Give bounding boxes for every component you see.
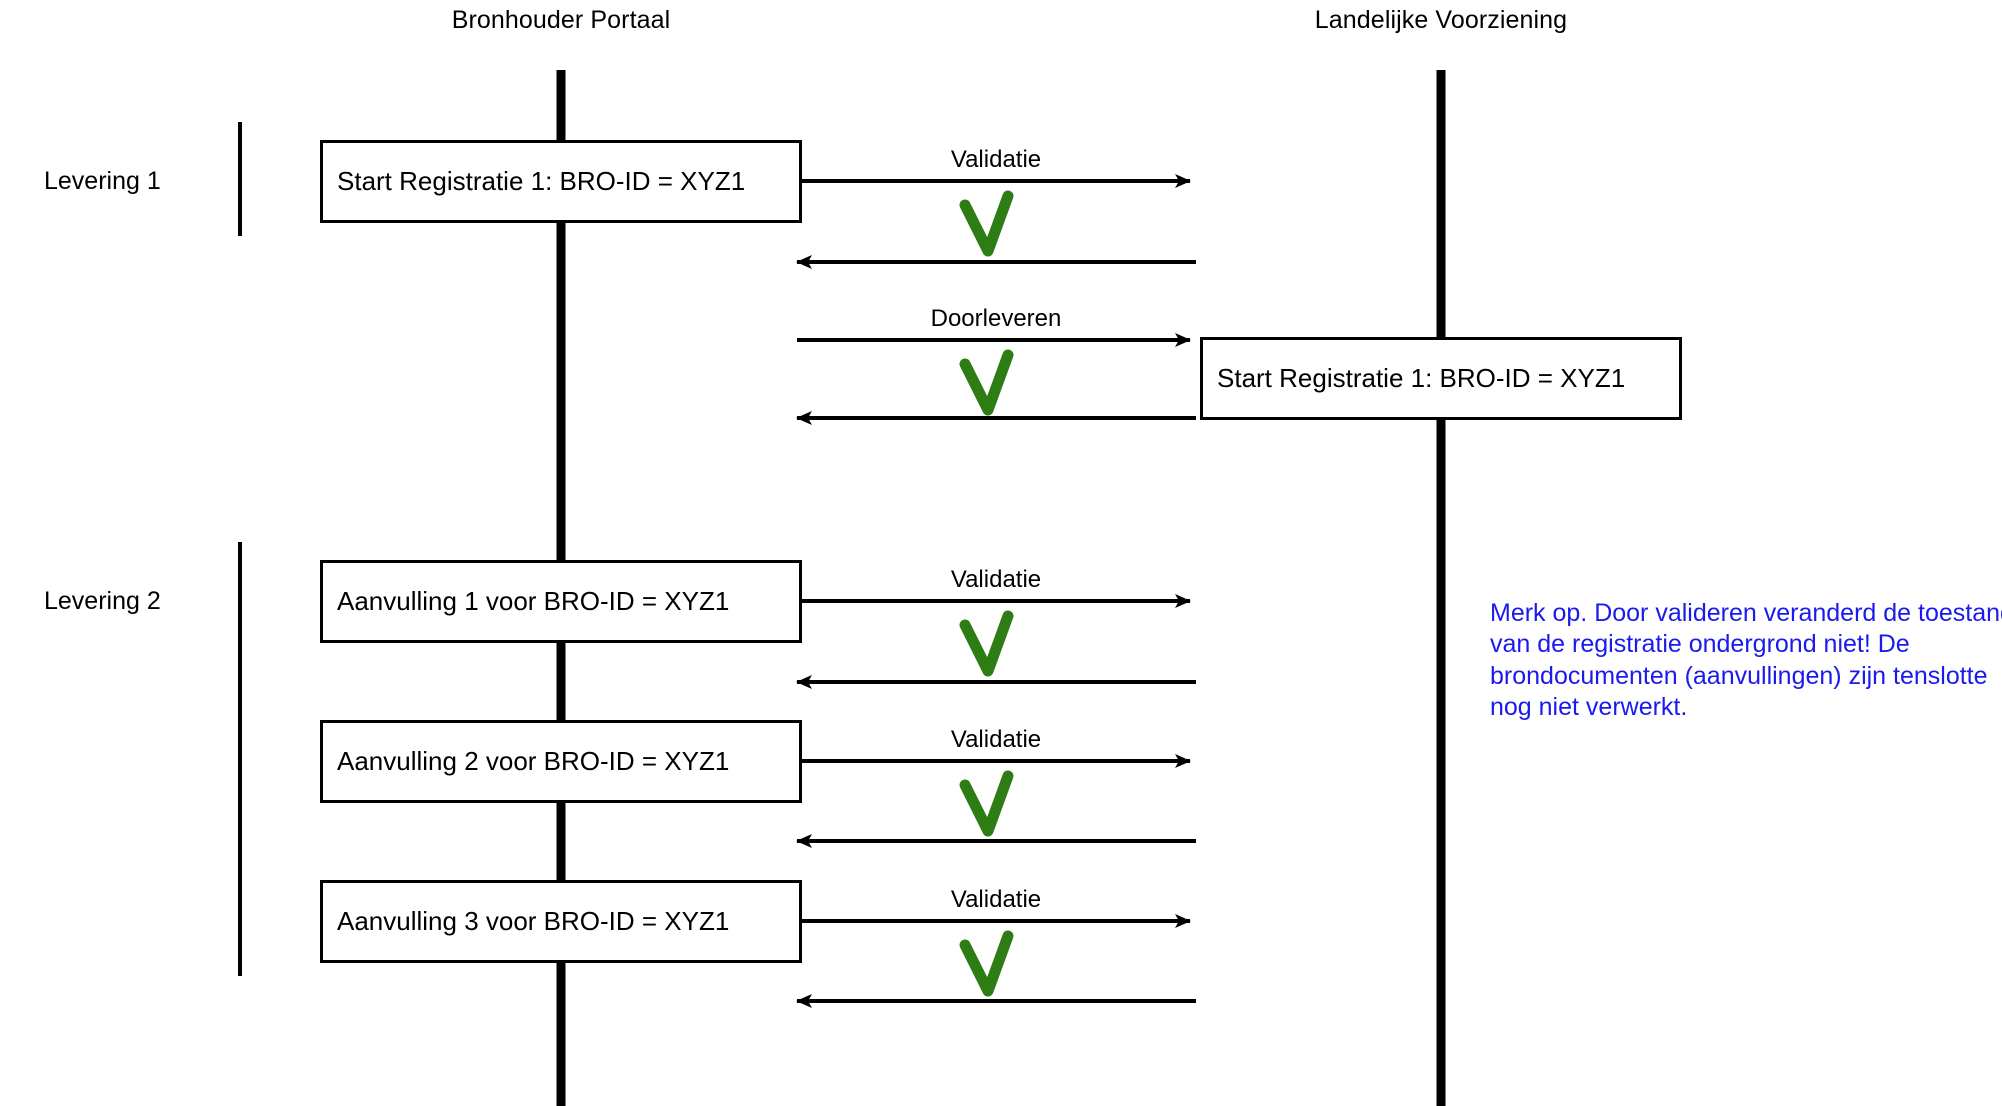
message-box-start-registratie-landelijke[interactable]: Start Registratie 1: BRO-ID = XYZ1: [1200, 337, 1682, 420]
lifeline-title-landelijke-voorziening: Landelijke Voorziening: [1314, 6, 1568, 34]
group-label-levering-2: Levering 2: [44, 587, 161, 615]
arrow-label-validatie-3: Validatie: [950, 726, 1042, 753]
checkmark-doorleveren: [959, 349, 1014, 416]
checkmark-validatie-2: [959, 610, 1014, 677]
arrow-label-validatie-1: Validatie: [950, 146, 1042, 173]
note-validatie-toestand: Merk op. Door valideren veranderd de toe…: [1490, 599, 2002, 721]
group-label-levering-1: Levering 1: [44, 167, 161, 195]
arrow-label-validatie-2: Validatie: [950, 566, 1042, 593]
message-box-aanvulling-2[interactable]: Aanvulling 2 voor BRO-ID = XYZ1: [320, 720, 802, 803]
checkmark-validatie-4: [959, 930, 1014, 997]
message-box-aanvulling-1[interactable]: Aanvulling 1 voor BRO-ID = XYZ1: [320, 560, 802, 643]
lifeline-title-bronhouder-portaal: Bronhouder Portaal: [451, 6, 671, 34]
message-box-aanvulling-3[interactable]: Aanvulling 3 voor BRO-ID = XYZ1: [320, 880, 802, 963]
arrow-label-doorleveren: Doorleveren: [930, 305, 1062, 332]
message-box-start-registratie-bronhouder[interactable]: Start Registratie 1: BRO-ID = XYZ1: [320, 140, 802, 223]
arrow-label-validatie-4: Validatie: [950, 886, 1042, 913]
checkmark-validatie-3: [959, 770, 1014, 837]
checkmark-validatie-1: [959, 190, 1014, 257]
